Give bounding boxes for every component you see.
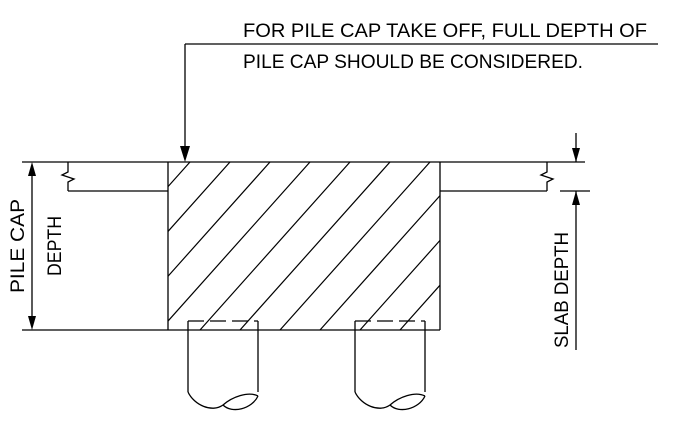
slab-dim-arrow-top [572, 148, 580, 162]
pile-cap-dim-arrow-bottom [28, 316, 36, 330]
annotation-line-1: FOR PILE CAP TAKE OFF, FULL DEPTH OF [243, 21, 647, 42]
slab-depth-label: SLAB DEPTH [552, 232, 573, 348]
slab-depth-dimension [560, 133, 590, 350]
annotation-line-2: PILE CAP SHOULD BE CONSIDERED. [243, 52, 583, 73]
slab-dim-arrow-bottom [572, 191, 580, 205]
pile-cap-dim-arrow-top [28, 162, 36, 176]
pile-cap-depth-label-2: DEPTH [45, 216, 66, 276]
left-break-symbol [60, 162, 76, 191]
right-slab [440, 161, 585, 192]
pile-right [354, 320, 426, 411]
pile-right-break-lower [389, 395, 426, 411]
pile-left-break-lower [222, 395, 259, 411]
pile-cap-depth-dimension [28, 162, 36, 330]
pile-cap-hatching [168, 162, 440, 330]
pile-cap-outline [22, 161, 441, 331]
pile-cap-depth-label-1: PILE CAP [8, 199, 29, 293]
right-break-symbol [539, 162, 555, 191]
pile-left [187, 320, 259, 411]
annotation-leader [180, 43, 658, 162]
leader-arrowhead [180, 146, 190, 162]
left-slab [22, 161, 168, 192]
